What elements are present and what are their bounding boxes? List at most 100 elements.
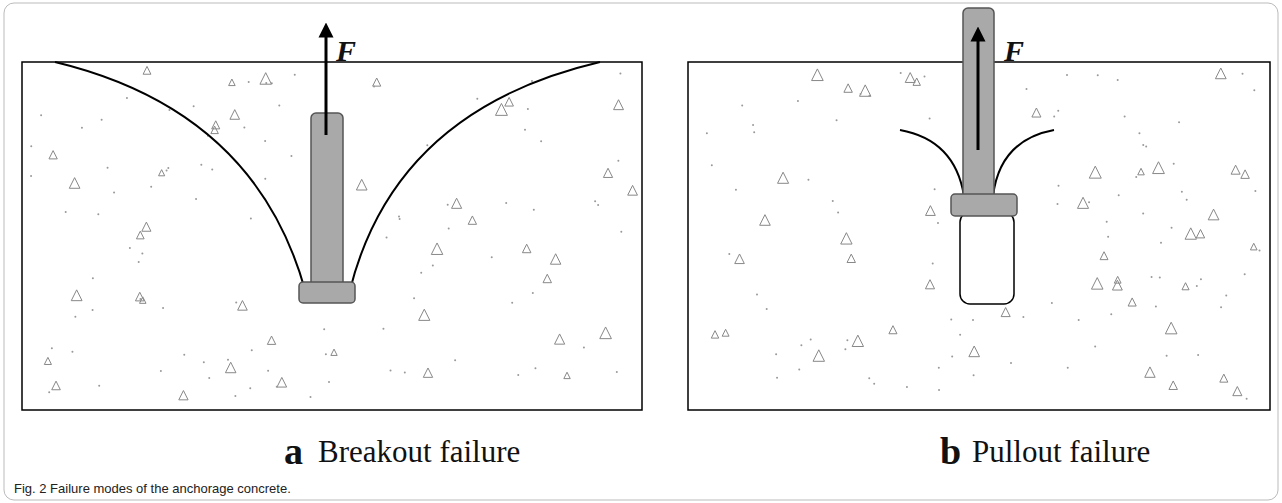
sand-grain [619,73,621,75]
aggregate [913,78,920,85]
sand-grain [294,74,296,76]
sand-grain [776,377,778,379]
aggregate [778,172,789,183]
aggregate [423,368,432,377]
aggregate [135,292,144,301]
aggregate [722,329,729,336]
sand-grain [873,383,875,385]
sand-grain [711,164,713,166]
sand-grain [267,370,269,372]
aggregate [905,73,915,83]
sand-grain [1225,294,1227,296]
aggregate [852,335,863,346]
sand-grain [1244,273,1246,275]
sand-grain [373,85,375,87]
sand-grain [1107,236,1109,238]
sand-grain [278,104,280,106]
sand-grain [868,377,870,379]
panel-letter: b [940,432,961,470]
sand-grain [426,144,428,146]
sand-grain [597,204,599,206]
sand-grain [398,216,400,218]
sand-grain [1010,362,1012,364]
sand-grain [923,76,925,78]
sand-grain [160,370,162,372]
aggregate [812,69,824,81]
pullout-crack [993,130,1054,196]
sand-grain [1151,276,1153,278]
aggregate [69,178,80,189]
sand-grain [227,359,229,361]
sand-grain [752,124,754,126]
sand-grain [1117,79,1119,81]
sand-grain [81,127,83,129]
anchor-hole [960,212,1014,304]
sand-grain [1110,313,1112,315]
sand-grain [101,119,103,121]
aggregate [468,216,476,224]
aggregate [564,372,570,378]
sand-grain [129,247,131,249]
aggregate [1231,165,1240,174]
sand-grain [735,189,737,191]
aggregate [1091,278,1103,290]
sand-grain [531,80,533,82]
force-arrow [977,34,980,150]
sand-grain [1181,191,1183,193]
sand-grain [249,387,251,389]
sand-grain [797,100,799,102]
sand-grain [1135,176,1137,178]
aggregate [860,85,871,96]
sand-grain [1196,285,1198,287]
sand-grain [150,186,152,188]
sand-grain [264,178,266,180]
sand-grain [868,95,870,97]
sand-grain [1159,276,1161,278]
sand-grain [107,167,109,169]
aggregate [550,254,560,264]
aggregate [1196,230,1204,238]
aggregate [1233,387,1242,396]
aggregate [49,151,57,159]
sand-grain [454,359,456,361]
aggregate [52,381,61,390]
sand-grain [937,222,939,224]
sand-grain [168,109,170,111]
sand-grain [250,218,252,220]
aggregate [1182,283,1189,290]
aggregate [614,100,624,110]
sand-grain [74,316,76,318]
sand-grain [1186,199,1188,201]
anchor-head [299,282,355,303]
aggregate [1208,209,1219,220]
aggregate [1215,68,1226,79]
aggregate [260,73,272,85]
sand-grain [211,169,213,171]
anchor-rod [963,8,994,200]
sand-grain [1145,145,1147,147]
figure-caption: Fig. 2 Failure modes of the anchorage co… [14,482,291,495]
sand-grain [1160,242,1162,244]
sand-grain [972,319,974,321]
aggregate [841,233,852,244]
aggregate [1100,252,1108,260]
sand-grain [617,160,619,162]
sand-grain [1220,306,1222,308]
sand-grain [1094,345,1096,347]
aggregate [136,231,144,239]
aggregate [1153,162,1165,174]
sand-grain [404,371,406,373]
sand-grain [620,231,622,233]
sand-grain [517,374,519,376]
sand-grain [126,97,128,99]
sand-grain [1166,355,1168,357]
sand-grain [1142,212,1144,214]
sand-grain [139,298,141,300]
sand-grain [234,395,236,397]
aggregate [419,309,430,320]
breakout-cone [350,62,600,290]
sand-grain [756,294,758,296]
sand-grain [1259,249,1261,251]
aggregate [142,222,151,231]
